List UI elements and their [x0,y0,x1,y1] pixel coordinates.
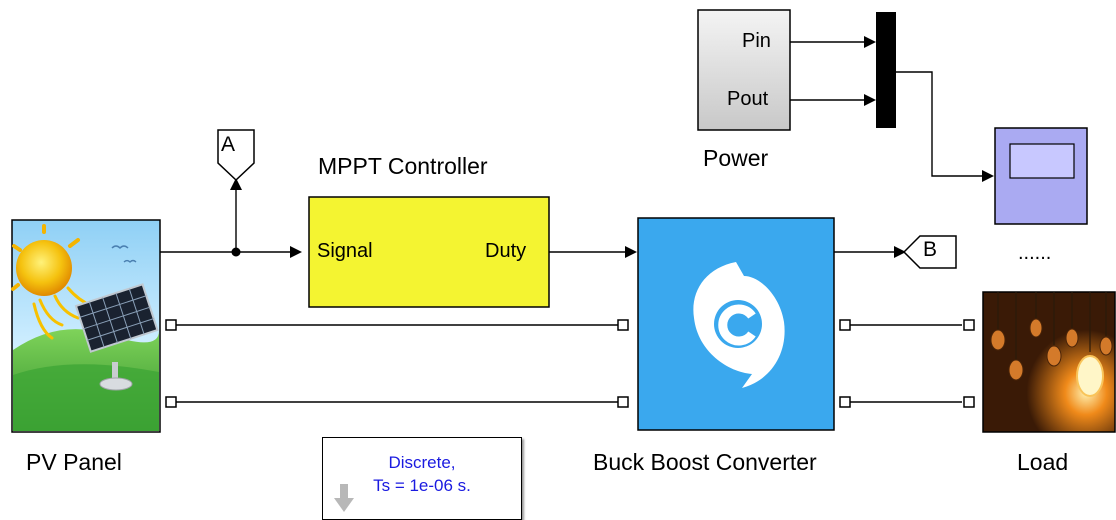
mppt-signal-port-label: Signal [317,240,373,262]
branch-point [231,247,241,257]
converter-port-out-plus[interactable] [839,319,851,331]
pv-panel-block[interactable] [11,219,161,433]
converter-port-out-minus[interactable] [839,396,851,408]
pv-port-plus[interactable] [165,319,177,331]
mppt-controller-block[interactable] [308,196,550,308]
mppt-title: MPPT Controller [318,153,488,179]
power-label: Power [703,145,769,171]
pv-panel-label: PV Panel [26,449,122,475]
load-ports [963,319,975,408]
physical-lines [176,324,962,403]
converter-ports [617,319,851,408]
converter-port-in-plus[interactable] [617,319,629,331]
powergui-line1: Discrete, [388,453,456,472]
pv-ports [165,319,177,408]
goto-tag-b[interactable] [902,235,957,269]
load-block[interactable] [982,291,1116,433]
scope-block[interactable] [994,127,1088,225]
pv-port-minus[interactable] [165,396,177,408]
converter-logo-icon [693,262,785,388]
converter-label: Buck Boost Converter [593,449,817,475]
sun-panel-icon [11,224,160,431]
powergui-arrow-icon [334,484,354,512]
load-port-minus[interactable] [963,396,975,408]
converter-port-in-minus[interactable] [617,396,629,408]
powergui-block[interactable]: Discrete, Ts = 1e-06 s. [322,437,522,520]
mux-block[interactable] [876,12,896,128]
scope-screen-icon [1009,143,1075,179]
power-pin-port-label: Pin [742,30,771,52]
goto-tag-a[interactable] [217,129,255,182]
mppt-duty-port-label: Duty [485,240,527,262]
wire-mux-to-scope[interactable] [896,71,994,182]
goto-b-label: B [923,238,938,261]
signal-lines [160,36,994,258]
goto-a-label: A [221,133,236,156]
power-pout-port-label: Pout [727,88,769,110]
scope-label: ...... [1018,242,1052,264]
buck-boost-converter-block[interactable] [637,217,835,431]
load-label: Load [1017,449,1069,475]
light-bulbs-icon [990,292,1113,397]
powergui-line2: Ts = 1e-06 s. [373,476,471,495]
power-block[interactable] [697,9,791,131]
load-port-plus[interactable] [963,319,975,331]
